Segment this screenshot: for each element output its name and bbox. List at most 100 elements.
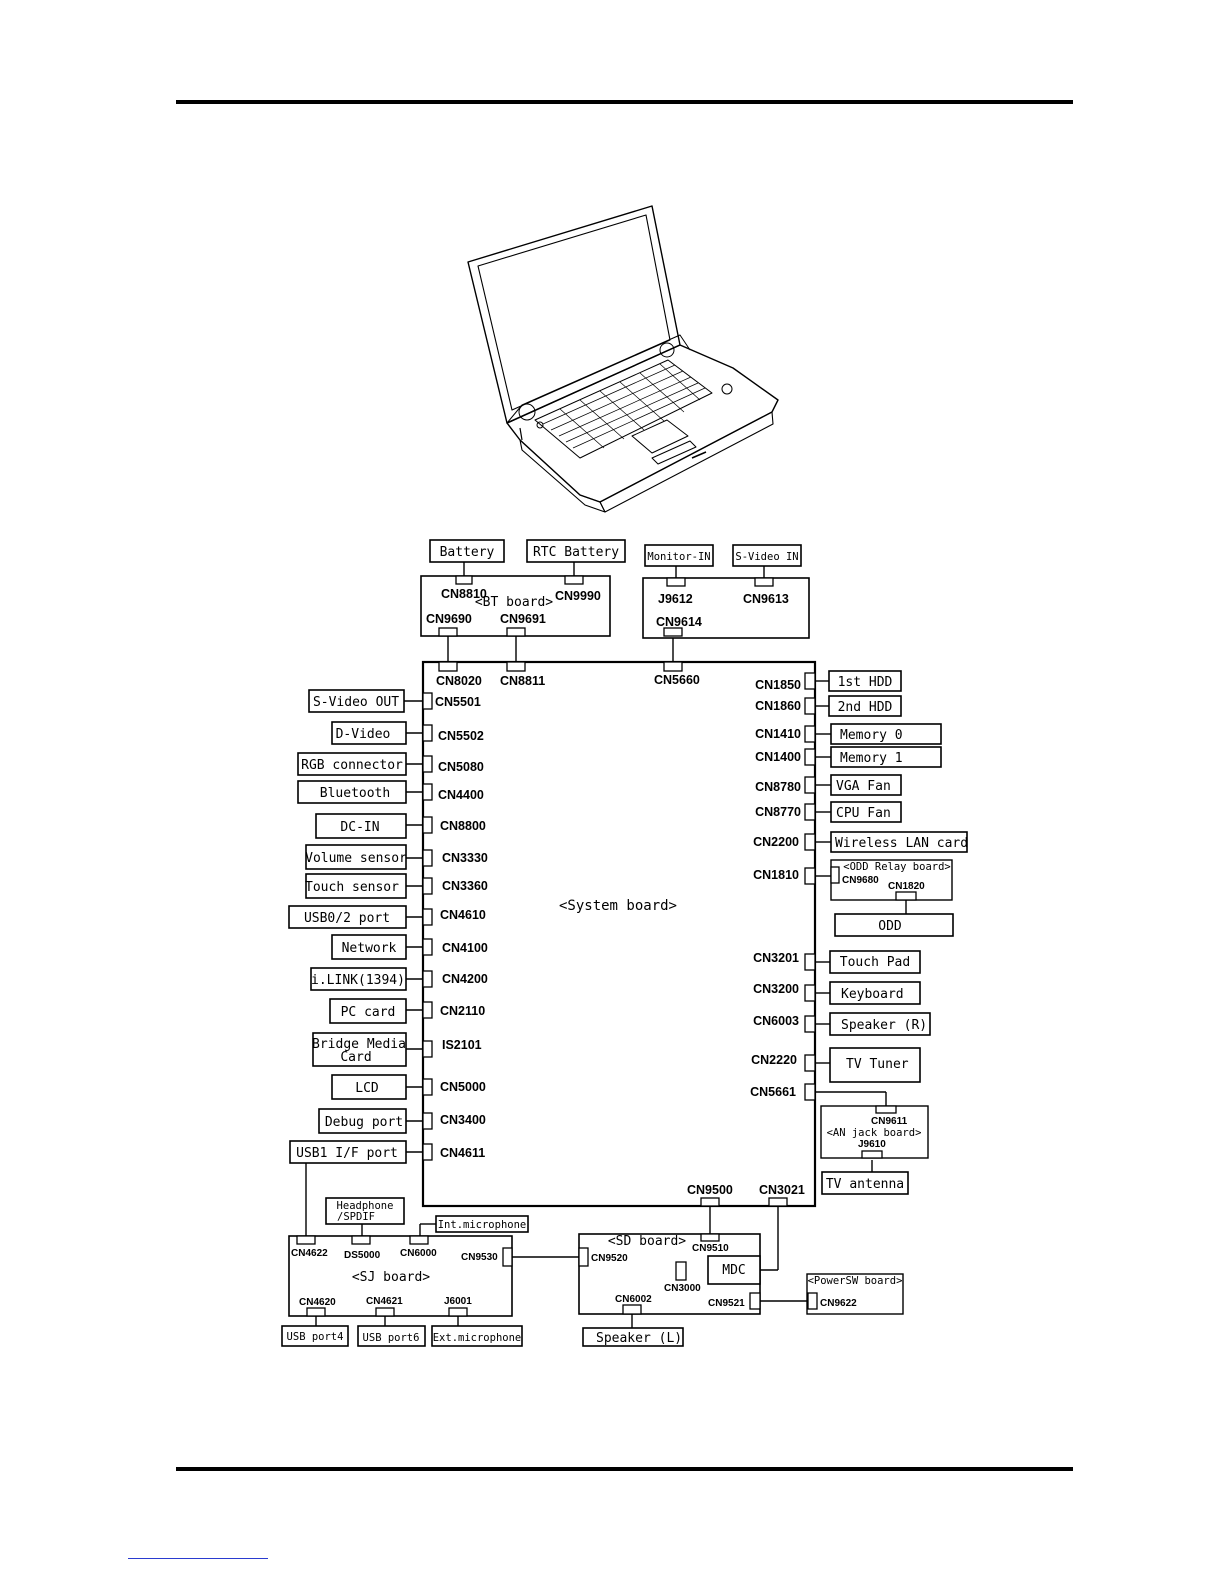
cn5661-label: CN5661 — [750, 1085, 796, 1099]
memory1-label: Memory 1 — [840, 751, 903, 766]
usb-port4-label: USB port4 — [287, 1331, 344, 1343]
cn9510-port — [700, 1233, 720, 1242]
cn8811-port — [506, 661, 526, 672]
cn9614-label: CN9614 — [656, 615, 702, 629]
monitor-in-label: Monitor-IN — [647, 551, 710, 563]
laptop-illustration — [467, 205, 779, 513]
touch-pad-box — [829, 950, 921, 974]
hdd1-label: 1st HDD — [838, 675, 893, 690]
mdc-box — [707, 1255, 761, 1285]
pc-card-box — [329, 998, 407, 1024]
usb-port4-box — [281, 1325, 349, 1347]
cn9680-port — [830, 866, 840, 884]
system-board — [421, 660, 817, 1208]
svideo-in-label: S-Video IN — [735, 551, 798, 563]
odd-relay-label: <ODD Relay board> — [843, 861, 950, 873]
cpu-fan-box — [830, 801, 902, 823]
cn1820-port — [895, 891, 917, 901]
cn4622-port — [296, 1235, 316, 1245]
cn9622-label: CN9622 — [820, 1298, 857, 1309]
hdd2-box — [828, 695, 902, 717]
bluetooth-label: Bluetooth — [320, 786, 390, 801]
cn9521-port — [749, 1292, 761, 1310]
cn6000-port — [409, 1235, 429, 1245]
tv-antenna-box — [821, 1171, 909, 1195]
usb02-port-label: USB0/2 port — [304, 911, 390, 926]
cn9500-label: CN9500 — [687, 1183, 733, 1197]
cn9622-port — [807, 1292, 818, 1310]
cn8770-label: CN8770 — [755, 805, 801, 819]
odd-label: ODD — [878, 919, 902, 934]
cn3330-label: CN3330 — [442, 851, 488, 865]
vga-fan-box — [830, 774, 902, 796]
speaker-r-label: Speaker (R) — [841, 1018, 927, 1033]
footnote-separator — [128, 1558, 268, 1559]
usb-port6-label: USB port6 — [363, 1332, 420, 1344]
cn6002-port — [622, 1304, 642, 1315]
wlan-box — [830, 831, 968, 853]
cn9520-label: CN9520 — [591, 1253, 628, 1264]
cn6003-label: CN6003 — [753, 1014, 799, 1028]
rgb-connector-label: RGB connector — [301, 758, 403, 773]
memory0-label: Memory 0 — [840, 728, 903, 743]
wlan-label: Wireless LAN card — [835, 836, 968, 851]
network-label: Network — [342, 941, 397, 956]
cn8811-label: CN8811 — [500, 674, 545, 688]
cn8810-label: CN8810 — [441, 587, 487, 601]
cn9611-label: CN9611 — [871, 1116, 908, 1127]
bluetooth-box — [297, 780, 407, 804]
cn4620-label: CN4620 — [299, 1297, 336, 1308]
lcd-box — [331, 1074, 407, 1100]
bt-board-label: <BT board> — [475, 595, 553, 610]
system-board-label: <System board> — [559, 898, 677, 914]
tv-antenna-label: TV antenna — [826, 1177, 904, 1192]
cn9614-port — [663, 627, 683, 637]
svideo-out-box — [308, 689, 405, 713]
cn8020-label: CN8020 — [436, 674, 482, 688]
bridge-media-card-box — [312, 1032, 407, 1067]
battery-box — [429, 539, 505, 563]
monitor-in-box — [644, 544, 714, 567]
cn4400-label: CN4400 — [438, 788, 484, 802]
cn8780-label: CN8780 — [755, 780, 801, 794]
bridge-media-label-1: Bridge Media — [312, 1037, 406, 1052]
cn1810-label: CN1810 — [753, 868, 799, 882]
cn4622-label: CN4622 — [291, 1248, 328, 1259]
d-video-label: D-Video — [336, 727, 391, 742]
cn4621-label: CN4621 — [366, 1296, 403, 1307]
sd-board-label: <SD board> — [608, 1234, 686, 1249]
usb02-port-box — [288, 905, 407, 929]
headphone-label-1: Headphone — [337, 1200, 394, 1212]
cn5080-label: CN5080 — [438, 760, 484, 774]
mdc-label: MDC — [722, 1263, 745, 1278]
cn5501-label: CN5501 — [435, 695, 481, 709]
int-mic-label: Int.microphone — [438, 1219, 527, 1231]
speaker-r-box — [829, 1012, 931, 1036]
cn1410-label: CN1410 — [755, 727, 801, 741]
cn8800-label: CN8800 — [440, 819, 486, 833]
is2101-label: IS2101 — [442, 1038, 482, 1052]
cn9520-port — [578, 1247, 589, 1267]
bt-board — [420, 575, 611, 637]
hdd2-label: 2nd HDD — [838, 700, 893, 715]
powersw-board — [806, 1273, 904, 1315]
odd-box — [834, 913, 954, 937]
tv-tuner-box — [829, 1047, 921, 1083]
rgb-connector-box — [297, 752, 407, 776]
j6001-label: J6001 — [444, 1296, 472, 1307]
cn3021-label: CN3021 — [759, 1183, 805, 1197]
odd-relay-board — [830, 859, 953, 901]
cn3000-port — [675, 1261, 687, 1281]
j9612-label: J9612 — [658, 592, 693, 606]
cn3000-label: CN3000 — [664, 1283, 701, 1294]
cn9613-port — [754, 577, 774, 587]
cn9691-port — [506, 627, 526, 637]
cn4100-label: CN4100 — [442, 941, 488, 955]
ds5000-port — [351, 1235, 371, 1245]
cn8020-port — [438, 661, 458, 672]
memory1-box — [830, 746, 942, 768]
d-video-box — [331, 721, 407, 745]
cpu-fan-label: CPU Fan — [836, 806, 891, 821]
cn4200-label: CN4200 — [442, 972, 488, 986]
